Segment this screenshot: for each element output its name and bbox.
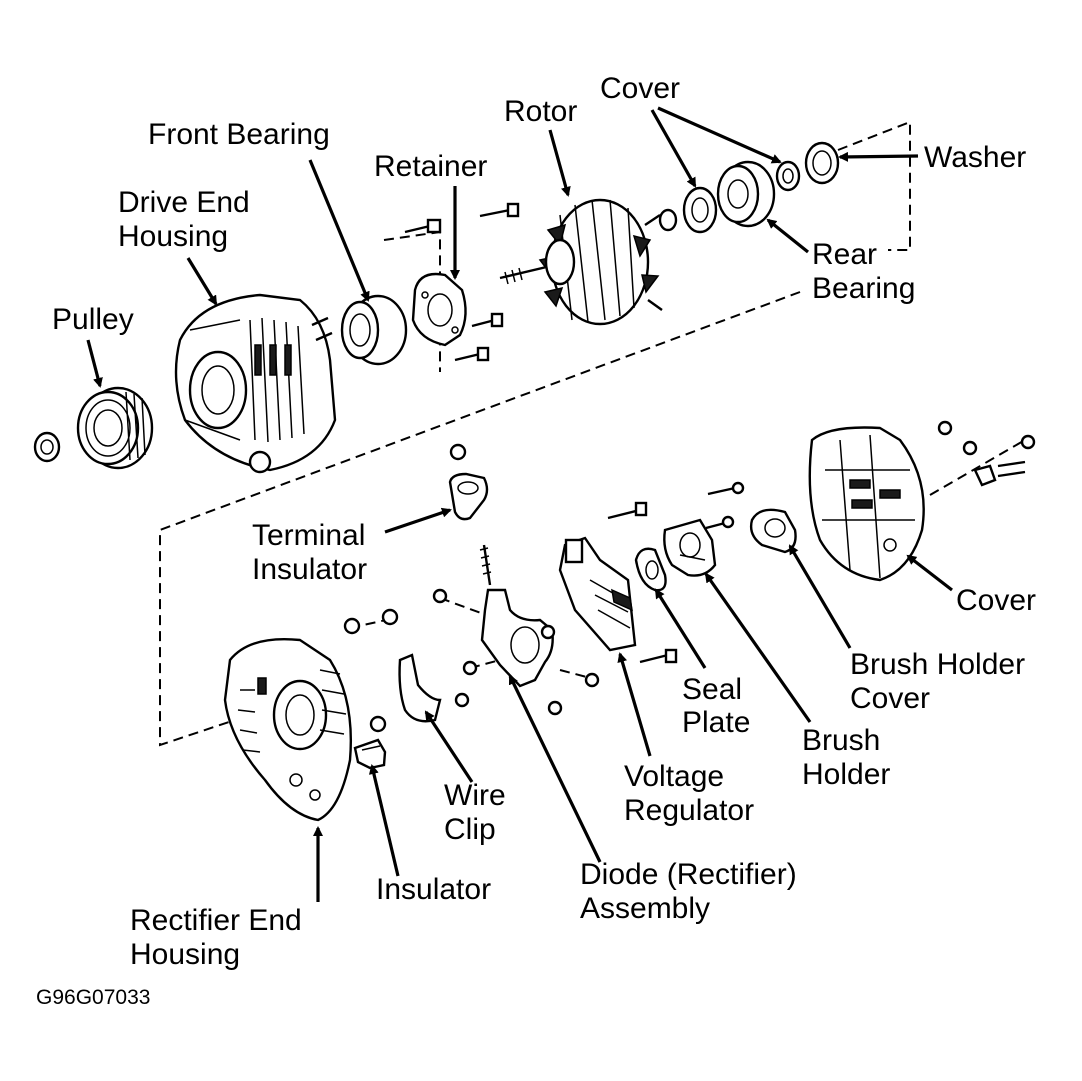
- label-brush-holder-cover-line1: Brush Holder: [850, 648, 1026, 681]
- arrow-cover-2: [657, 106, 782, 164]
- label-terminal-line2: Insulator: [252, 553, 368, 586]
- arrow-drive-end-housing: [186, 257, 218, 306]
- arrow-diode-assembly: [508, 674, 602, 863]
- assembly-dashed-line-top: [837, 120, 911, 251]
- label-retainer: Retainer: [374, 150, 488, 183]
- label-seal-plate-line1: Seal: [682, 673, 743, 706]
- arrow-rotor: [548, 129, 571, 197]
- voltage-regulator-part: [558, 501, 678, 664]
- rectifier-end-housing-part: [223, 608, 470, 822]
- diode-assembly-part: [432, 544, 600, 716]
- arrow-seal-plate: [654, 588, 707, 669]
- label-wire-clip-line2: Clip: [444, 813, 496, 846]
- label-insulator: Insulator: [376, 873, 492, 906]
- label-voltage-regulator-line2: Regulator: [624, 794, 755, 827]
- label-rear-bearing-line2: Bearing: [812, 272, 916, 305]
- label-diode-line1: Diode (Rectifier): [580, 858, 797, 891]
- insulator-part: [353, 738, 387, 770]
- seal-plate-part: [634, 547, 667, 592]
- rotor-part: [499, 198, 678, 326]
- brush-holder-cover-part: [749, 508, 797, 554]
- assembly-dashed-line-main: [159, 291, 801, 747]
- rear-cover-part: [808, 420, 1036, 582]
- retainer-part: [404, 202, 520, 362]
- rear-bearing-group: [682, 141, 840, 234]
- label-brush-holder-line1: Brush: [802, 724, 881, 757]
- label-cover-right: Cover: [956, 584, 1037, 617]
- label-seal-plate-line2: Plate: [682, 706, 751, 739]
- label-brush-holder-cover-line2: Cover: [850, 682, 931, 715]
- label-voltage-regulator-line1: Voltage: [624, 760, 725, 793]
- label-washer: Washer: [924, 141, 1027, 174]
- label-front-bearing: Front Bearing: [148, 118, 330, 151]
- arrow-rear-bearing: [766, 218, 809, 254]
- arrow-cover-right: [906, 554, 953, 592]
- arrow-insulator: [368, 764, 400, 877]
- figure-code: G96G07033: [36, 986, 151, 1009]
- label-cover-top: Cover: [600, 72, 681, 105]
- arrow-pulley: [86, 339, 103, 388]
- arrow-terminal-insulator: [384, 507, 452, 534]
- arrow-brush-holder-cover: [788, 544, 852, 649]
- pulley-part: [33, 386, 154, 470]
- label-rectifier-end-line1: Rectifier End: [130, 904, 302, 937]
- arrow-cover-1: [650, 109, 697, 188]
- label-diode-line2: Assembly: [580, 892, 711, 925]
- terminal-insulator-part: [448, 443, 489, 521]
- drive-end-housing-part: [174, 293, 337, 474]
- label-rear-bearing-line1: Rear: [812, 238, 878, 271]
- brush-holder-part: [663, 481, 745, 577]
- arrow-brush-holder: [704, 572, 812, 723]
- label-rectifier-end-line2: Housing: [130, 938, 241, 971]
- leader-arrows: [86, 106, 953, 902]
- assembly-dashed-line-right: [929, 439, 1026, 496]
- arrow-washer: [838, 151, 919, 162]
- arrow-wire-clip: [424, 710, 474, 783]
- label-drive-end-line2: Housing: [118, 220, 229, 253]
- label-drive-end-line1: Drive End: [118, 186, 250, 219]
- label-wire-clip-line1: Wire: [444, 779, 506, 812]
- label-terminal-line1: Terminal: [252, 519, 366, 552]
- label-brush-holder-line2: Holder: [802, 758, 891, 791]
- label-pulley: Pulley: [52, 303, 134, 336]
- arrow-front-bearing: [308, 159, 370, 302]
- arrow-voltage-regulator: [617, 652, 652, 757]
- front-bearing-part: [340, 294, 408, 366]
- label-rotor: Rotor: [504, 95, 578, 128]
- wire-clip-part: [398, 653, 442, 723]
